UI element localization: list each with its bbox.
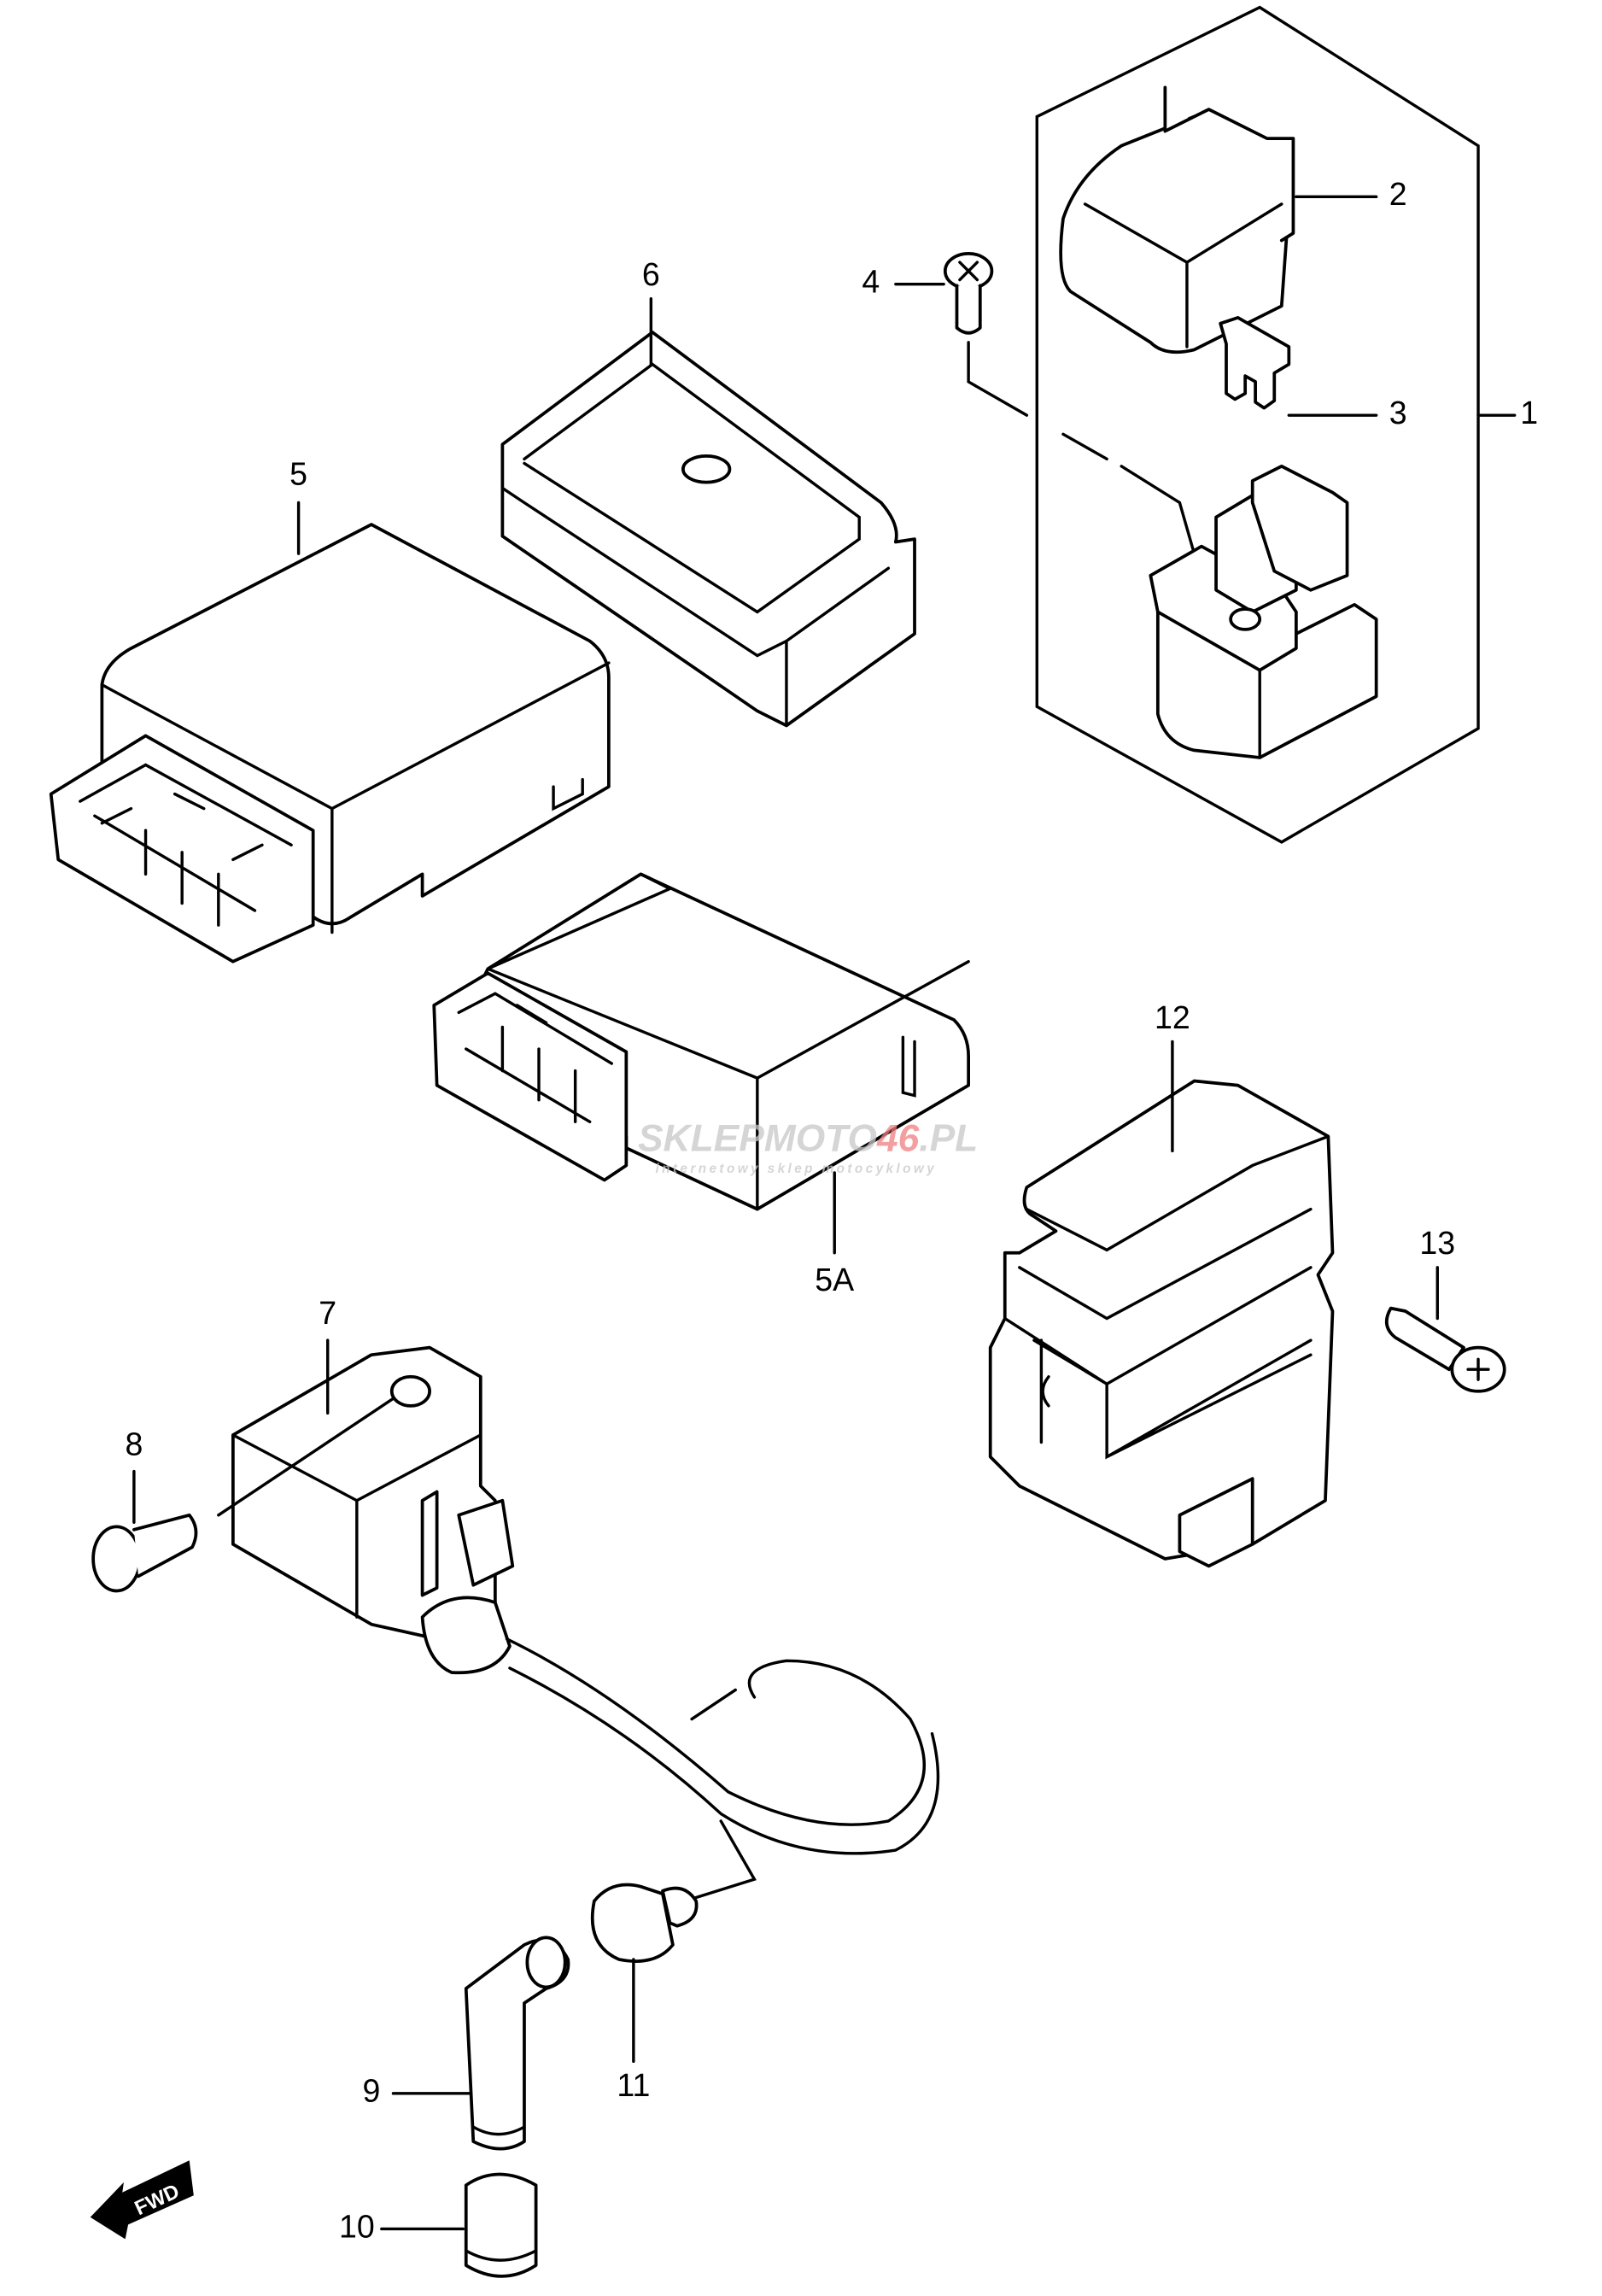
callout-11: 11 [617, 2067, 650, 2103]
callout-10: 10 [339, 2208, 375, 2244]
callout-1: 1 [1520, 395, 1538, 430]
part-13-bolt [1384, 1266, 1506, 1393]
callout-5: 5 [289, 456, 307, 492]
fwd-arrow-icon: FWD [90, 2160, 194, 2240]
callout-12: 12 [1155, 999, 1190, 1035]
callout-2: 2 [1389, 176, 1407, 212]
part-3-fuse [1219, 316, 1378, 417]
assembly-1-bracket [1035, 5, 1517, 844]
callout-8: 8 [125, 1426, 143, 1462]
watermark-tagline: internetowy sklep motocyklowy [655, 1162, 937, 1176]
callout-13: 13 [1419, 1225, 1455, 1261]
callout-5a: 5A [815, 1262, 854, 1297]
callout-4: 4 [862, 264, 880, 300]
callout-9: 9 [362, 2073, 380, 2109]
part-7-ignition-coil [217, 1338, 940, 1903]
part-2-relay-cover [1059, 85, 1378, 354]
watermark-brand: SKLEPMOTO46.PL [638, 1117, 978, 1159]
part-5a-control-unit [432, 872, 971, 1255]
callout-7: 7 [319, 1295, 336, 1331]
part-9-plug-cap [391, 1936, 570, 2151]
callout-6: 6 [642, 256, 660, 292]
part-11-cap [590, 1883, 699, 2064]
part-1-starter-relay [1149, 464, 1378, 759]
part-6-cover [500, 297, 916, 728]
part-10-cap [380, 2172, 538, 2278]
part-12-regulator [988, 1040, 1335, 1568]
part-8-bolt [91, 1469, 198, 1593]
callout-3: 3 [1389, 395, 1407, 430]
part-5-control-unit [49, 501, 611, 964]
watermark: SKLEPMOTO46.PL internetowy sklep motocyk… [638, 1117, 978, 1176]
part-4-screw [894, 251, 1196, 555]
